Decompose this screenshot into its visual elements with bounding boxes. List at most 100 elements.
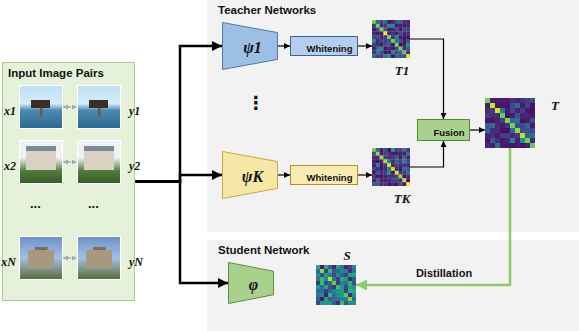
heatmap-cell xyxy=(387,171,391,175)
heatmap-cell xyxy=(395,28,399,32)
pair-link xyxy=(63,161,77,162)
heatmap-cell xyxy=(372,156,376,160)
heatmap-cell xyxy=(383,24,387,28)
heatmap-cell xyxy=(387,54,391,58)
heatmap-cell xyxy=(402,171,406,175)
heatmap-cell xyxy=(402,35,406,39)
heatmap-cell xyxy=(336,281,340,285)
heatmap-cell xyxy=(391,35,395,39)
ellipsis: ... xyxy=(30,196,41,211)
heatmap-cell xyxy=(372,152,376,156)
heatmap-cell xyxy=(515,123,520,128)
heatmap-cell xyxy=(399,175,403,179)
heatmap-cell xyxy=(402,178,406,182)
heatmap-cell xyxy=(387,163,391,167)
heatmap-cell xyxy=(380,163,384,167)
heatmap-cell xyxy=(352,285,356,289)
heatmap-cell xyxy=(399,35,403,39)
heatmap-cell xyxy=(352,281,356,285)
heatmap-cell xyxy=(376,156,380,160)
heatmap-cell xyxy=(515,133,520,138)
heatmap-cell xyxy=(376,28,380,32)
heatmap-cell xyxy=(525,133,530,138)
heatmap-cell xyxy=(399,152,403,156)
heatmap-cell xyxy=(376,31,380,35)
box-label: Whitening xyxy=(296,168,353,183)
heatmap-cell xyxy=(406,175,410,179)
heatmap-cell xyxy=(320,273,324,277)
heatmap-cell xyxy=(383,39,387,43)
heatmap-cell xyxy=(380,28,384,32)
heatmap-cell xyxy=(395,156,399,160)
similarity-matrix: S xyxy=(316,265,356,305)
heatmap-cell xyxy=(525,123,530,128)
heatmap-cell xyxy=(530,108,535,113)
heatmap-cell xyxy=(328,265,332,269)
heatmap-cell xyxy=(525,108,530,113)
trapezoid-outline xyxy=(229,263,274,304)
heatmap-cell xyxy=(530,103,535,108)
heatmap-cell xyxy=(399,182,403,186)
flow-arrow xyxy=(356,148,510,285)
heatmap-cell xyxy=(376,159,380,163)
heatmap-cell xyxy=(316,277,320,281)
heatmap-cell xyxy=(391,20,395,24)
heatmap-cell xyxy=(505,128,510,133)
flow-arrow xyxy=(410,141,444,167)
network-symbol: ψK xyxy=(231,164,263,186)
heatmap-cell xyxy=(515,118,520,123)
heatmap-cell xyxy=(387,182,391,186)
heatmap-cell xyxy=(395,152,399,156)
heatmap-cell xyxy=(395,148,399,152)
heatmap-cell xyxy=(500,123,505,128)
heatmap-cell xyxy=(406,156,410,160)
heatmap-cell xyxy=(320,281,324,285)
heatmap-cell xyxy=(515,128,520,133)
heatmap-cell xyxy=(399,28,403,32)
heatmap-cell xyxy=(336,289,340,293)
heatmap-cell xyxy=(505,108,510,113)
heatmap-cell xyxy=(316,273,320,277)
heatmap-cell xyxy=(406,152,410,156)
panel-title: Input Image Pairs xyxy=(3,63,134,79)
heatmap-cell xyxy=(505,143,510,148)
heatmap-cell xyxy=(372,159,376,163)
heatmap-cell xyxy=(485,143,490,148)
heatmap-cell xyxy=(391,178,395,182)
heatmap-cell xyxy=(324,293,328,297)
heatmap-cell xyxy=(383,54,387,58)
heatmap-cell xyxy=(372,163,376,167)
heatmap-cell xyxy=(399,43,403,47)
heatmap-cell xyxy=(530,98,535,103)
heatmap-cell xyxy=(510,123,515,128)
heatmap-cell xyxy=(380,35,384,39)
heatmap-cell xyxy=(485,138,490,143)
heatmap-cell xyxy=(336,297,340,301)
heatmap-cell xyxy=(399,54,403,58)
heatmap-cell xyxy=(352,293,356,297)
heatmap-cell xyxy=(340,273,344,277)
heatmap-cell xyxy=(340,277,344,281)
heatmap-cell xyxy=(348,273,352,277)
heatmap-cell xyxy=(376,178,380,182)
heatmap-cell xyxy=(500,128,505,133)
heatmap-cell xyxy=(372,175,376,179)
network-symbol: φ xyxy=(238,272,258,294)
image-thumbnail: x1 xyxy=(19,85,63,129)
heatmap-cell xyxy=(372,28,376,32)
heatmap-cell xyxy=(372,31,376,35)
heatmap-cell xyxy=(402,20,406,24)
heatmap-cell xyxy=(376,35,380,39)
flow-arrow xyxy=(358,174,372,175)
heatmap-cell xyxy=(406,31,410,35)
heatmap-cell xyxy=(328,273,332,277)
heatmap-cell xyxy=(372,50,376,54)
heatmap-cell xyxy=(316,281,320,285)
heatmap-cell xyxy=(406,35,410,39)
heatmap-cell xyxy=(406,148,410,152)
heatmap-cell xyxy=(510,113,515,118)
heatmap-cell xyxy=(520,108,525,113)
matrix-label: TK xyxy=(372,187,421,207)
heatmap-cell xyxy=(485,123,490,128)
